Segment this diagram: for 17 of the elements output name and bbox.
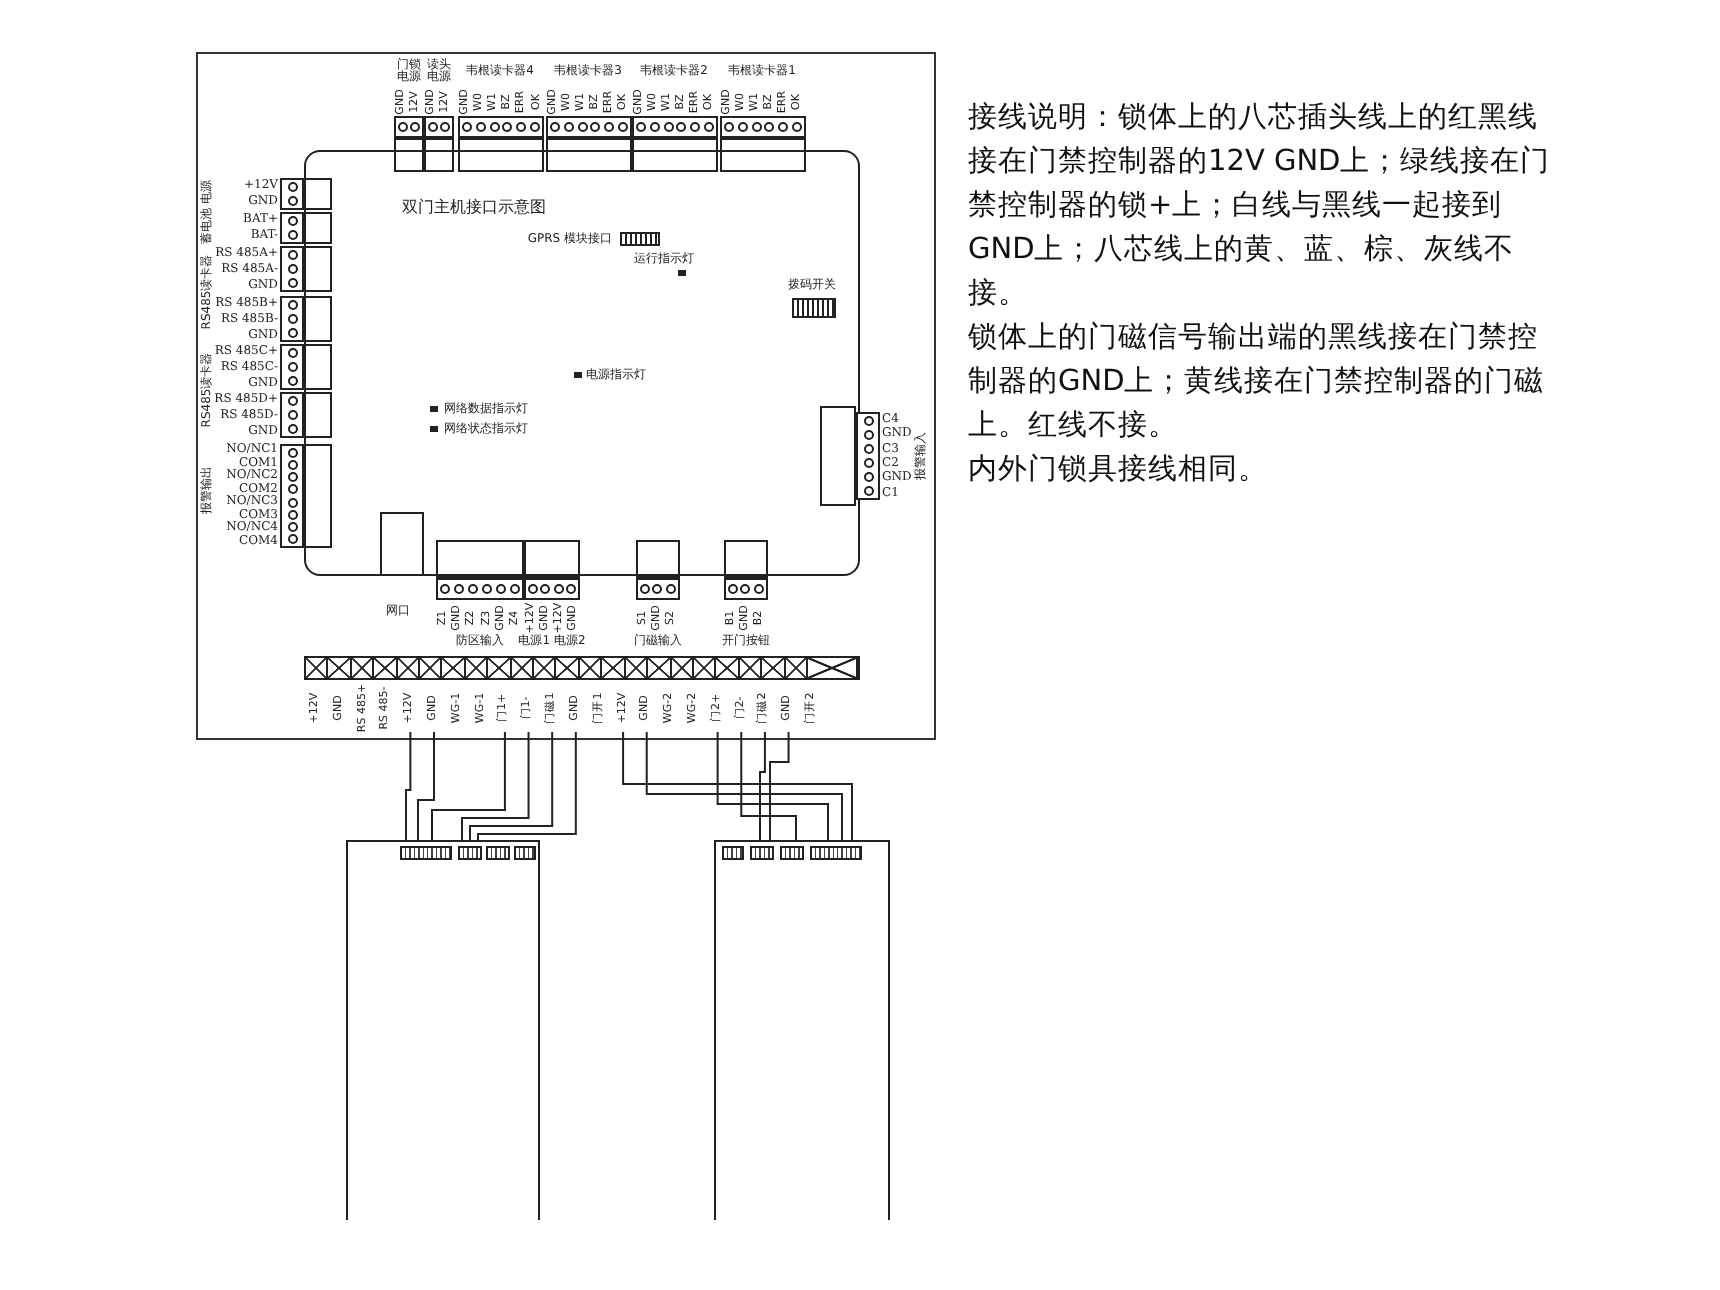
- wire: [716, 731, 829, 841]
- wiring-note: 内外门锁具接线相同。: [968, 451, 1270, 490]
- wire: [740, 731, 797, 841]
- lock-body: [346, 840, 540, 1220]
- wire: [461, 731, 530, 841]
- wire: [405, 731, 412, 841]
- wiring-note: 接线说明：锁体上的八芯插头线上的红黑线接在门禁控制器的12V GND上；绿线接在门禁控制器的锁+上；白线与黑线一起接到GND上；八芯线上的黄、蓝、棕、灰线不接。: [968, 100, 1552, 314]
- wire: [417, 731, 435, 841]
- wiring-note: 锁体上的门磁信号输出端的黑线接在门禁控制器的GND上；黄线接在门禁控制器的门磁上。红线不接。: [968, 319, 1547, 446]
- terminal-strip: [304, 656, 860, 732]
- wire: [477, 731, 577, 841]
- board-title: 双门主机接口示意图: [402, 196, 546, 218]
- wire: [431, 731, 506, 841]
- lock-body: [714, 840, 890, 1220]
- wire: [759, 731, 766, 841]
- wire: [769, 731, 790, 841]
- wire: [469, 731, 554, 841]
